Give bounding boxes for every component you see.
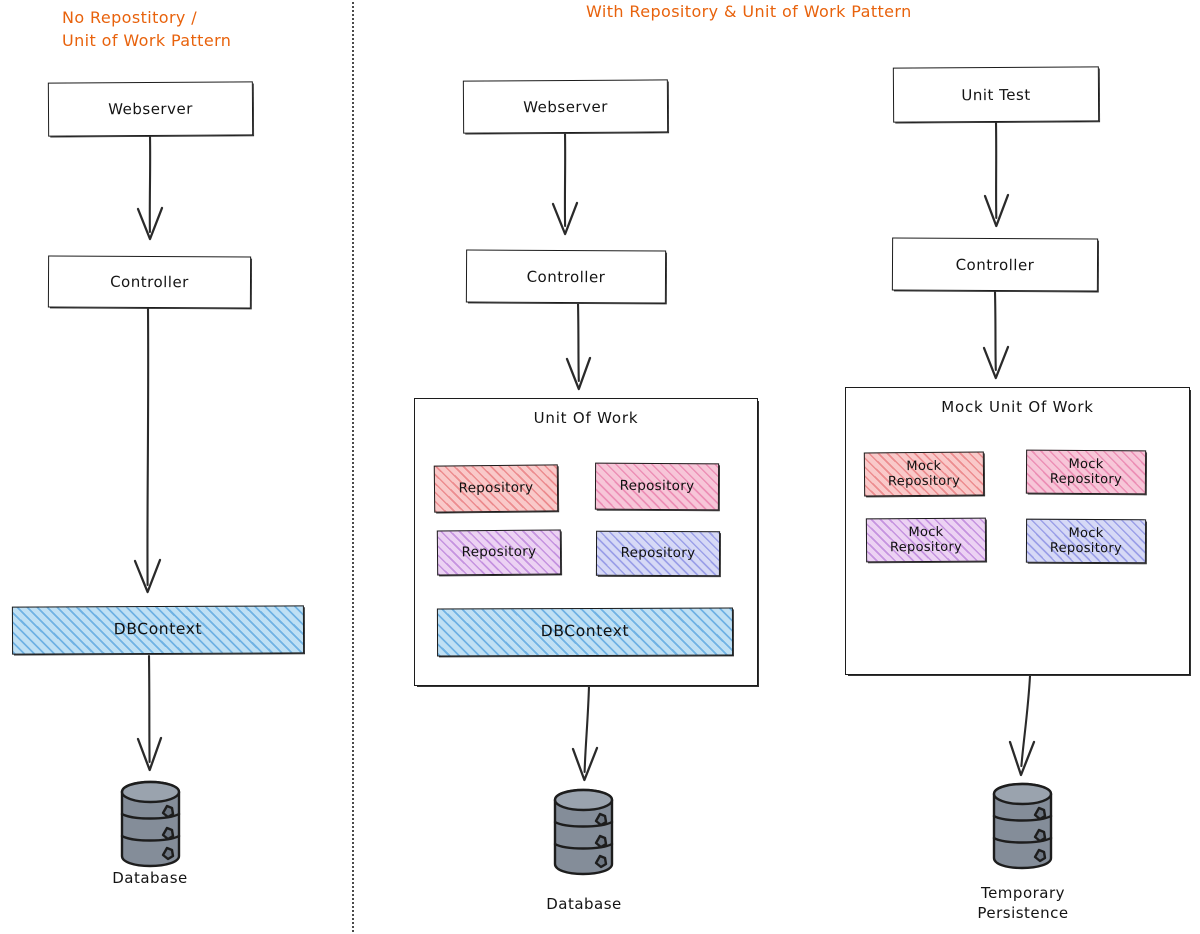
middle-repository-4-label: Repository: [620, 544, 696, 562]
middle-database-label: Database: [546, 895, 622, 913]
middle-dbcontext-box[interactable]: DBContext: [436, 607, 734, 657]
mock-unit-of-work-title: Mock Unit Of Work: [941, 398, 1094, 416]
middle-repository-2[interactable]: Repository: [594, 462, 720, 511]
arrow-left-controller-to-dbcontext: [133, 306, 162, 594]
middle-repository-1[interactable]: Repository: [433, 464, 559, 513]
right-mock-repository-1[interactable]: Mock Repository: [863, 451, 985, 497]
middle-dbcontext-label: DBContext: [540, 622, 630, 641]
arrow-middle-unitofwork-to-database: [571, 684, 599, 782]
unit-of-work-title: Unit Of Work: [533, 409, 639, 427]
right-mock-repository-3[interactable]: Mock Repository: [865, 517, 987, 563]
middle-repository-4[interactable]: Repository: [595, 530, 721, 577]
arrow-right-controller-to-mockunitofwork: [982, 290, 1010, 380]
middle-repository-3[interactable]: Repository: [436, 529, 562, 576]
right-mock-repository-1-label: Mock Repository: [887, 458, 961, 490]
right-mock-repository-2-label: Mock Repository: [1049, 456, 1123, 488]
arrow-right-mockunitofwork-to-temporarypersistence: [1008, 674, 1036, 777]
left-controller-box[interactable]: Controller: [47, 255, 252, 309]
right-section-title: With Repository & Unit of Work Pattern: [586, 2, 912, 21]
left-section-title: No Repostitory / Unit of Work Pattern: [62, 8, 232, 51]
middle-database-icon: [549, 786, 619, 882]
right-mock-repository-4[interactable]: Mock Repository: [1025, 518, 1147, 564]
column-divider: [352, 2, 354, 932]
right-mock-repository-4-label: Mock Repository: [1049, 525, 1123, 557]
right-mock-repository-3-label: Mock Repository: [889, 524, 963, 556]
middle-repository-2-label: Repository: [619, 477, 695, 495]
arrow-middle-controller-to-unitofwork: [565, 301, 592, 391]
arrow-right-unittest-to-controller: [983, 120, 1010, 228]
right-unit-test-label: Unit Test: [961, 85, 1031, 104]
middle-webserver-label: Webserver: [523, 97, 608, 116]
left-database-label: Database: [112, 869, 188, 887]
arrow-left-webserver-to-controller: [136, 134, 164, 241]
right-temporary-persistence-icon: [988, 780, 1058, 876]
arrow-middle-webserver-to-controller: [551, 131, 579, 236]
left-database-icon: [116, 778, 186, 874]
left-webserver-box[interactable]: Webserver: [47, 81, 254, 137]
right-unit-test-box[interactable]: Unit Test: [892, 66, 1100, 123]
middle-repository-1-label: Repository: [458, 479, 534, 497]
middle-controller-label: Controller: [526, 267, 606, 286]
middle-controller-box[interactable]: Controller: [465, 249, 667, 304]
middle-repository-3-label: Repository: [461, 543, 537, 561]
left-webserver-label: Webserver: [108, 99, 193, 119]
right-mock-repository-2[interactable]: Mock Repository: [1025, 449, 1147, 495]
middle-webserver-box[interactable]: Webserver: [462, 79, 669, 134]
left-dbcontext-box[interactable]: DBContext: [11, 605, 305, 655]
right-controller-label: Controller: [955, 255, 1035, 274]
arrow-left-dbcontext-to-database: [136, 654, 163, 772]
right-controller-box[interactable]: Controller: [891, 237, 1099, 292]
left-controller-label: Controller: [110, 272, 189, 292]
right-temporary-persistence-label: Temporary Persistence: [977, 884, 1069, 923]
left-dbcontext-label: DBContext: [113, 620, 203, 639]
